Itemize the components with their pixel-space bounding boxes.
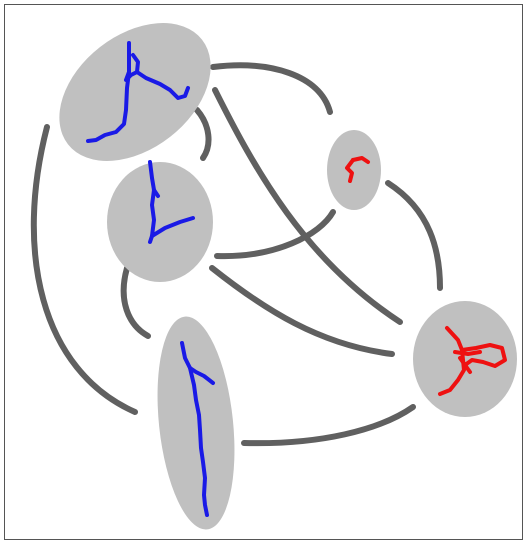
edge-blue-top-red-large: [212, 87, 403, 325]
node-blue-top: [59, 23, 211, 161]
node-blue-middle: [107, 160, 213, 282]
blue-glyph-bottom: [180, 341, 215, 517]
edge-blue-top-red-small: [210, 62, 333, 115]
edge-blue-middle-red-small: [214, 209, 336, 260]
node-blue-bottom: [157, 316, 235, 530]
red-glyph-large: [438, 326, 507, 396]
edge-blue-middle-blue-bottom: [120, 265, 151, 339]
edge-blue-top-blue-bottom: [30, 124, 138, 415]
blue-glyph-middle: [148, 160, 195, 244]
red-glyph-small: [345, 156, 370, 183]
blue-glyph-top: [86, 41, 190, 143]
edge-red-small-red-large: [385, 180, 443, 291]
edge-blue-bottom-red-large: [241, 404, 416, 447]
node-red-large: [413, 301, 517, 417]
edge-blue-top-blue-middle: [194, 107, 212, 161]
edge-blue-middle-red-large: [209, 265, 395, 357]
node-red-small: [327, 130, 381, 210]
